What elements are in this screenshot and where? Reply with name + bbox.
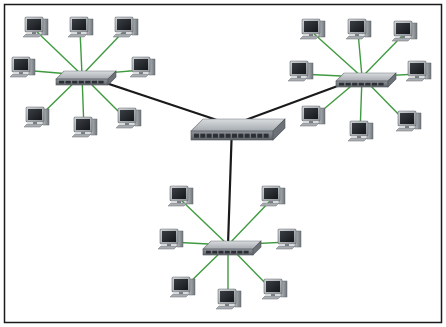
desktop-computer-icon (261, 278, 288, 300)
desktop-computer-icon (157, 228, 184, 250)
access-link (227, 198, 273, 246)
desktop-computer-icon (71, 116, 98, 138)
access-link (81, 29, 126, 76)
access-link (179, 198, 229, 246)
access-link (34, 29, 83, 76)
desktop-computer-icon (167, 185, 194, 207)
desktop-computer-icon (395, 110, 422, 132)
desktop-computer-icon (9, 56, 36, 78)
desktop-computer-icon (275, 228, 302, 250)
network-switch-icon (190, 118, 286, 141)
desktop-computer-icon (215, 288, 242, 310)
desktop-computer-icon (259, 185, 286, 207)
desktop-computer-icon (67, 16, 94, 38)
desktop-computer-icon (299, 18, 326, 40)
access-link (357, 31, 363, 78)
desktop-computer-icon (299, 105, 326, 127)
backbone-link-hub-bottom (226, 124, 234, 246)
nodes-layer (9, 16, 432, 310)
desktop-computer-icon (129, 56, 156, 78)
desktop-computer-icon (22, 16, 49, 38)
desktop-computer-icon (23, 106, 50, 128)
access-link (79, 29, 83, 76)
network-switch-icon (202, 240, 262, 256)
desktop-computer-icon (345, 18, 372, 40)
desktop-computer-icon (287, 60, 314, 82)
desktop-computer-icon (112, 16, 139, 38)
diagram-frame (3, 3, 443, 324)
desktop-computer-icon (169, 276, 196, 298)
access-link (311, 31, 363, 78)
desktop-computer-icon (405, 60, 432, 82)
network-switch-icon (335, 72, 397, 88)
network-switch-icon (55, 70, 117, 86)
desktop-computer-icon (391, 20, 418, 42)
desktop-computer-icon (115, 107, 142, 129)
desktop-computer-icon (347, 120, 374, 142)
